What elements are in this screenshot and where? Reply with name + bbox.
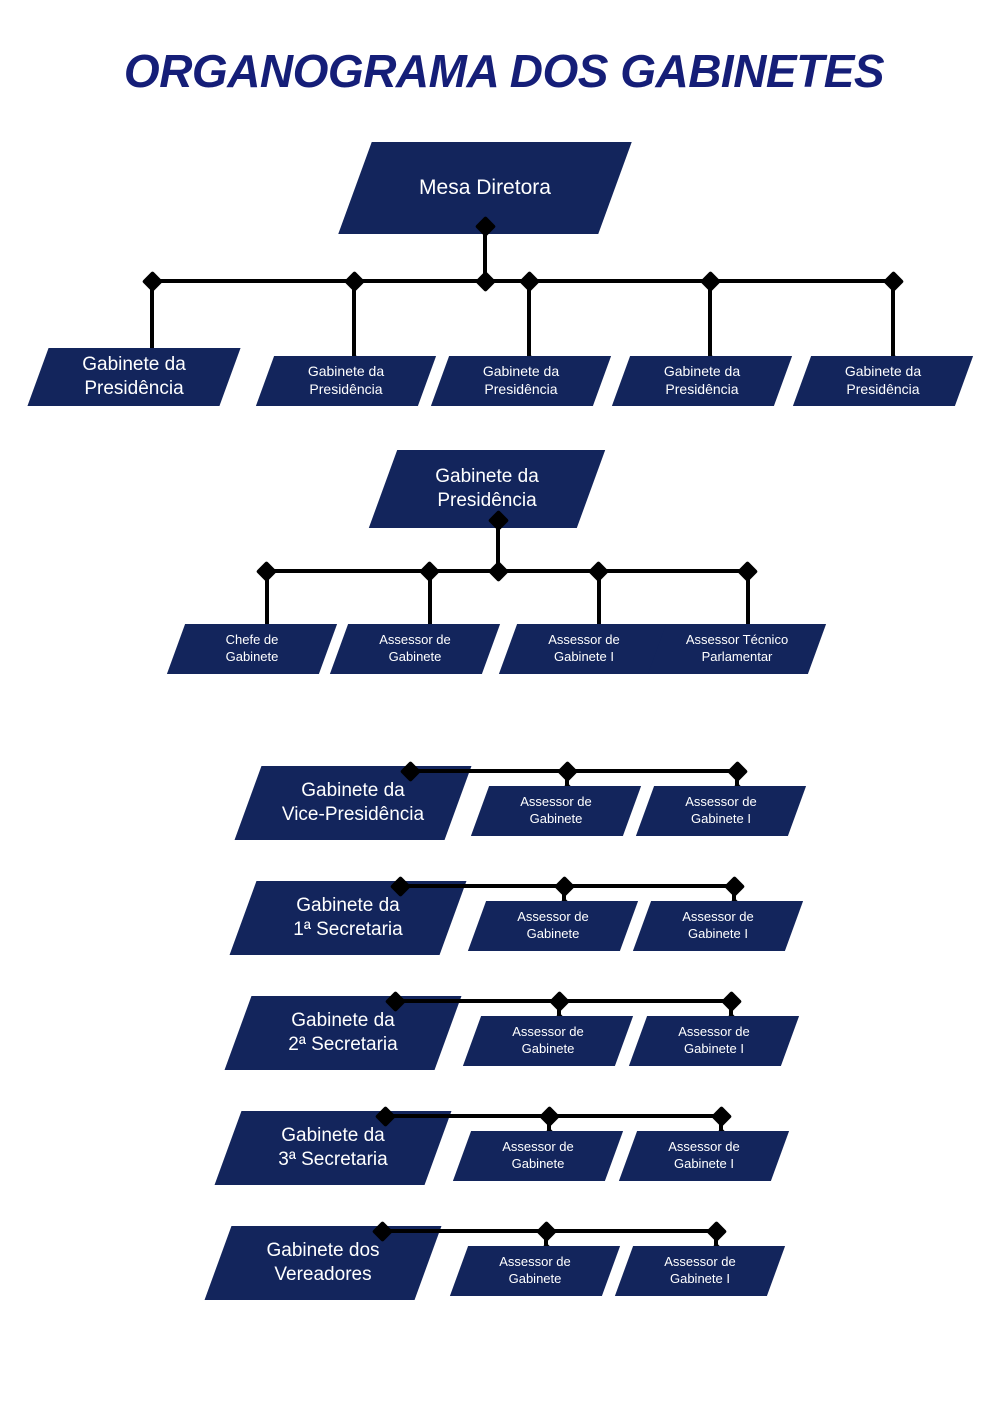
- node-label: Gabinete da Presidência: [844, 363, 922, 397]
- node-gabinete-row-4-child-1[interactable]: Assessor de Gabinete: [449, 1246, 632, 1307]
- connector-node-l2-1-top: [141, 270, 164, 293]
- connector-node-row-4-1-top: [535, 1220, 558, 1243]
- node-mesa-diretora[interactable]: Mesa Diretora: [338, 142, 643, 245]
- node-label: Chefe de Gabinete: [225, 632, 279, 664]
- node-label: Assessor de Gabinete I: [668, 1139, 740, 1171]
- connector-drop-pres-2: [428, 571, 432, 647]
- connector-root-drop: [483, 226, 487, 284]
- node-presidencia-child-4[interactable]: Assessor Técnico Parlamentar: [647, 624, 838, 685]
- connector-node-l2-5-top: [882, 270, 905, 293]
- node-label: Assessor de Gabinete: [517, 909, 589, 941]
- node-label: Assessor de Gabinete: [502, 1139, 574, 1171]
- connector-node-row-2-2-top: [720, 990, 743, 1013]
- connector-drop-pres-3: [597, 571, 601, 647]
- node-label: Gabinete da Vice-Presidência: [281, 779, 425, 825]
- connector-row-4-drop-1: [544, 1231, 548, 1253]
- node-level2-1[interactable]: Gabinete da Presidência: [27, 348, 252, 417]
- node-label: Assessor de Gabinete I: [664, 1254, 736, 1286]
- node-label: Assessor de Gabinete: [499, 1254, 571, 1286]
- node-gabinete-row-4-header[interactable]: Gabinete dos Vereadores: [204, 1226, 453, 1311]
- node-label: Gabinete da 2ª Secretaria: [288, 1009, 398, 1055]
- connector-node-l2-3-top: [518, 270, 541, 293]
- connector-presidencia-drop: [496, 520, 500, 574]
- connector-node-row-1-1-top: [553, 875, 576, 898]
- connector-drop-l2-4: [708, 281, 712, 363]
- node-level2-3[interactable]: Gabinete da Presidência: [430, 356, 623, 417]
- connector-row-2-drop-1: [557, 1001, 561, 1023]
- node-label: Assessor de Gabinete: [520, 794, 592, 826]
- connector-node-row-3-2-top: [710, 1105, 733, 1128]
- node-label: Gabinete dos Vereadores: [266, 1239, 380, 1285]
- node-label: Assessor de Gabinete I: [682, 909, 754, 941]
- node-gabinete-row-3-child-1[interactable]: Assessor de Gabinete: [452, 1131, 635, 1192]
- node-label: Gabinete da 3ª Secretaria: [278, 1124, 388, 1170]
- connector-node-pres-1-top: [255, 560, 278, 583]
- node-gabinete-row-3-header[interactable]: Gabinete da 3ª Secretaria: [214, 1111, 463, 1196]
- connector-row-1-drop-1: [562, 886, 566, 908]
- node-gabinete-row-0-child-1[interactable]: Assessor de Gabinete: [470, 786, 653, 847]
- connector-node-row-4-2-top: [705, 1220, 728, 1243]
- connector-row-2-drop-2: [729, 1001, 733, 1023]
- connector-drop-l2-1: [150, 281, 154, 356]
- node-label: Assessor de Gabinete: [512, 1024, 584, 1056]
- node-label: Gabinete da Presidência: [435, 465, 539, 511]
- connector-drop-l2-3: [527, 281, 531, 363]
- connector-row-4-drop-2: [714, 1231, 718, 1253]
- connector-drop-l2-2: [352, 281, 356, 363]
- connector-node-row-0-1-top: [556, 760, 579, 783]
- node-gabinete-row-1-child-1[interactable]: Assessor de Gabinete: [467, 901, 650, 962]
- connector-row-0-drop-1: [565, 771, 569, 793]
- node-label: Gabinete da Presidência: [663, 363, 741, 397]
- connector-node-row-0-2-top: [726, 760, 749, 783]
- node-label: Gabinete da Presidência: [307, 363, 385, 397]
- connector-drop-pres-1: [265, 571, 269, 647]
- node-level2-5[interactable]: Gabinete da Presidência: [792, 356, 985, 417]
- connector-node-row-3-1-top: [538, 1105, 561, 1128]
- connector-drop-pres-4: [746, 571, 750, 647]
- connector-node-l2-2-top: [343, 270, 366, 293]
- connector-node-l2-4-top: [699, 270, 722, 293]
- node-level2-2[interactable]: Gabinete da Presidência: [255, 356, 448, 417]
- page-title: ORGANOGRAMA DOS GABINETES: [123, 45, 885, 97]
- node-gabinete-row-0-header[interactable]: Gabinete da Vice-Presidência: [234, 766, 483, 851]
- node-gabinete-row-0-child-2[interactable]: Assessor de Gabinete I: [635, 786, 818, 847]
- connector-drop-l2-5: [891, 281, 895, 363]
- node-gabinete-row-2-header[interactable]: Gabinete da 2ª Secretaria: [224, 996, 473, 1081]
- node-label: Assessor de Gabinete I: [678, 1024, 750, 1056]
- node-presidencia-child-1[interactable]: Chefe de Gabinete: [166, 624, 349, 685]
- node-gabinete-row-1-header[interactable]: Gabinete da 1ª Secretaria: [229, 881, 478, 966]
- node-gabinete-row-1-child-2[interactable]: Assessor de Gabinete I: [632, 901, 815, 962]
- connector-node-pres-2-top: [418, 560, 441, 583]
- node-label: Assessor de Gabinete I: [548, 632, 620, 664]
- node-label: Assessor Técnico Parlamentar: [685, 632, 789, 664]
- node-gabinete-row-3-child-2[interactable]: Assessor de Gabinete I: [618, 1131, 801, 1192]
- node-label: Mesa Diretora: [419, 175, 551, 199]
- connector-row-1-drop-2: [732, 886, 736, 908]
- connector-row-3-drop-1: [547, 1116, 551, 1138]
- connector-node-pres-4-top: [736, 560, 759, 583]
- node-level2-4[interactable]: Gabinete da Presidência: [611, 356, 804, 417]
- node-presidencia-child-3[interactable]: Assessor de Gabinete I: [498, 624, 681, 685]
- node-presidencia-child-2[interactable]: Assessor de Gabinete: [329, 624, 512, 685]
- node-gabinete-row-2-child-2[interactable]: Assessor de Gabinete I: [628, 1016, 811, 1077]
- node-label: Gabinete da Presidência: [482, 363, 560, 397]
- connector-row-0-drop-2: [735, 771, 739, 793]
- connector-bus-presidencia: [265, 569, 746, 573]
- connector-node-row-2-1-top: [548, 990, 571, 1013]
- connector-row-3-drop-2: [719, 1116, 723, 1138]
- node-presidencia-header[interactable]: Gabinete da Presidência: [368, 450, 617, 539]
- node-label: Assessor de Gabinete I: [685, 794, 757, 826]
- node-label: Gabinete da 1ª Secretaria: [293, 894, 403, 940]
- node-gabinete-row-4-child-2[interactable]: Assessor de Gabinete I: [614, 1246, 797, 1307]
- node-label: Gabinete da Presidência: [82, 353, 186, 399]
- connector-node-row-1-2-top: [723, 875, 746, 898]
- node-label: Assessor de Gabinete: [379, 632, 451, 664]
- connector-node-pres-3-top: [587, 560, 610, 583]
- node-gabinete-row-2-child-1[interactable]: Assessor de Gabinete: [462, 1016, 645, 1077]
